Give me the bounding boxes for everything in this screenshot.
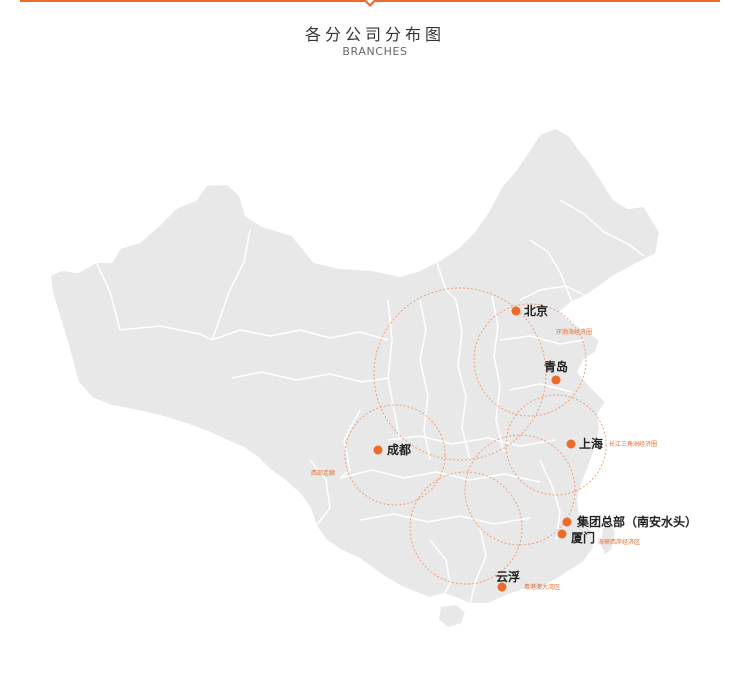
page-subtitle: BRANCHES (342, 45, 408, 58)
marker-qingdao (551, 375, 561, 385)
hainan-island (436, 602, 468, 630)
top-pointer-icon (363, 0, 377, 7)
region-labels: 环渤海经济圈 长江三角洲经济圈 西部走廊 海峡西岸经济区 粤港澳大湾区 (311, 328, 657, 591)
city-label-xiamen: 厦门 (571, 530, 595, 545)
marker-hq (562, 517, 572, 527)
ring-bay (409, 471, 523, 585)
ring-strait (464, 434, 576, 546)
city-label-chengdu: 成都 (387, 442, 411, 457)
city-label-hq: 集团总部（南安水头） (576, 514, 697, 529)
city-label-qingdao: 青岛 (544, 359, 568, 374)
city-labels: 北京 青岛 上海 成都 集团总部（南安水头） 厦门 云浮 (387, 303, 697, 584)
region-label-west: 西部走廊 (311, 469, 335, 477)
page-header: 各分公司分布图 BRANCHES (0, 25, 750, 59)
region-label-strait: 海峡西岸经济区 (598, 538, 640, 546)
region-label-bay: 粤港澳大湾区 (524, 583, 560, 591)
marker-beijing (511, 306, 521, 316)
city-label-shanghai: 上海 (579, 436, 603, 451)
page-title: 各分公司分布图 (304, 25, 445, 44)
province-borders (95, 199, 645, 605)
region-label-bohai: 环渤海经济圈 (556, 328, 592, 336)
marker-yunfu (497, 582, 507, 592)
influence-rings (344, 287, 607, 585)
city-label-yunfu: 云浮 (496, 569, 520, 584)
marker-shanghai (566, 439, 576, 449)
mainland-outline (49, 127, 661, 605)
marker-xiamen (557, 529, 567, 539)
region-label-yangtze: 长江三角洲经济圈 (609, 440, 657, 448)
city-markers (373, 306, 576, 592)
china-map-shape (49, 127, 661, 630)
ring-bohai-inner (473, 303, 587, 417)
taiwan-island (598, 518, 618, 558)
ring-bohai-outer (373, 287, 547, 461)
ring-west (344, 404, 446, 506)
marker-chengdu (373, 445, 383, 455)
city-label-beijing: 北京 (524, 303, 548, 318)
ring-yangtze (505, 394, 607, 496)
